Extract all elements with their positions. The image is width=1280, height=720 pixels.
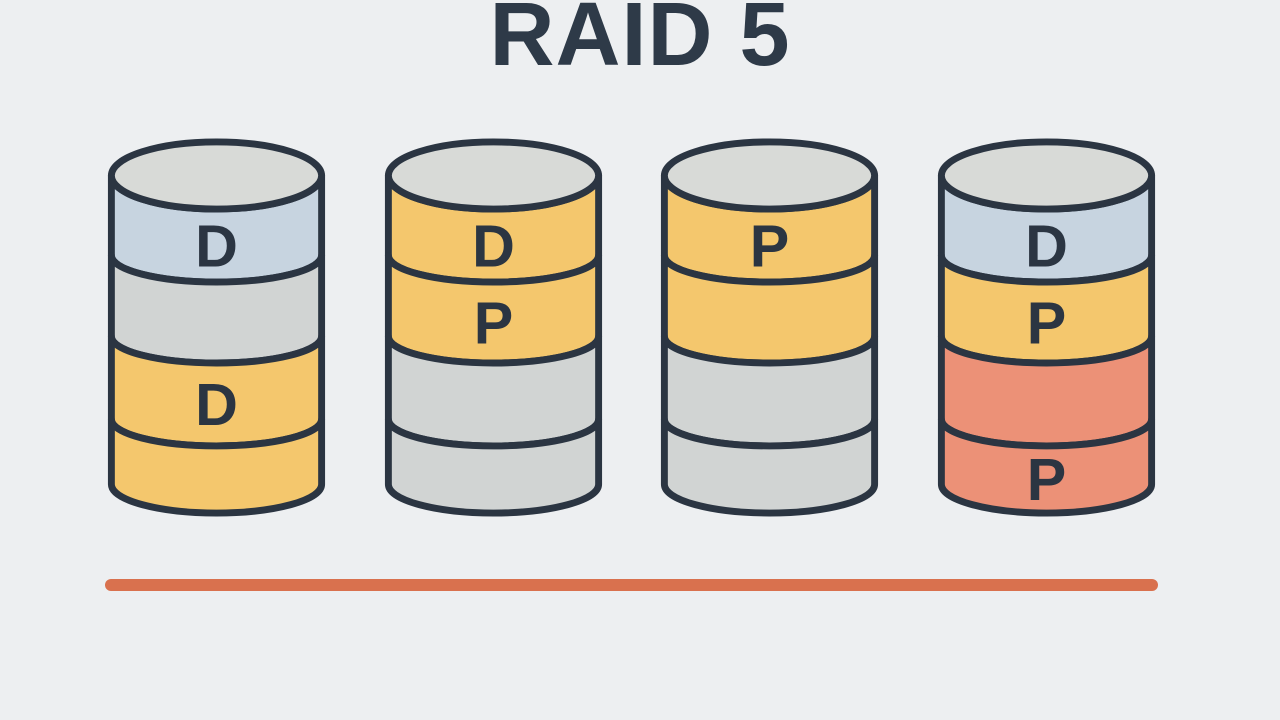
disk-1: DD xyxy=(107,138,326,517)
band-label: D xyxy=(195,212,238,279)
band-label: P xyxy=(1027,446,1067,513)
band-label: P xyxy=(1027,289,1067,356)
band-label: P xyxy=(750,212,790,279)
disk-band-4 xyxy=(661,415,879,517)
band-label: D xyxy=(195,371,238,438)
disk-top-ellipse xyxy=(937,138,1156,213)
disk-band-4 xyxy=(384,415,602,517)
disk-top-ellipse xyxy=(661,138,879,213)
band-label: P xyxy=(473,289,513,356)
disk-top-ellipse xyxy=(107,138,326,213)
disk-band-4 xyxy=(937,415,1156,517)
disk-3: P xyxy=(661,138,879,517)
divider-line xyxy=(105,579,1158,591)
band-label: D xyxy=(472,212,515,279)
diagram-title: RAID 5 xyxy=(489,0,791,85)
band-label: D xyxy=(1025,212,1068,279)
disk-4: DPP xyxy=(937,138,1156,517)
disk-band-4 xyxy=(107,415,326,517)
disk-top-ellipse xyxy=(384,138,602,213)
disk-2: DP xyxy=(384,138,602,517)
